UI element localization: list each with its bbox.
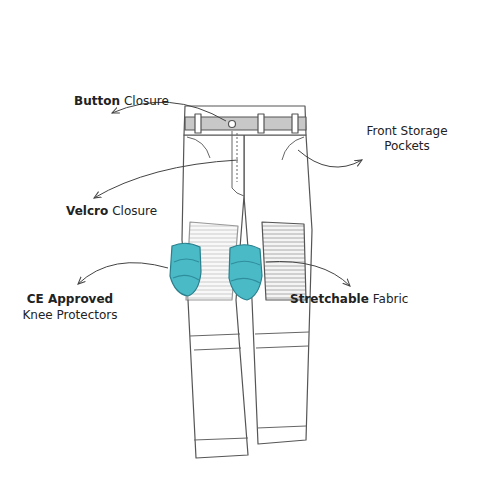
left-leg <box>182 135 248 458</box>
hem <box>194 438 248 440</box>
hem <box>257 426 306 428</box>
button <box>229 121 236 128</box>
label-text: Closure <box>124 94 169 108</box>
fly <box>232 131 244 196</box>
knee-seam <box>255 332 309 334</box>
knee-protector <box>170 243 201 296</box>
pocket <box>187 137 210 158</box>
callout-label: Front Storage Pockets <box>352 124 462 154</box>
knee-seam <box>256 346 308 348</box>
knee-protector <box>229 245 262 300</box>
leader-line <box>94 160 238 198</box>
belt-loop <box>292 114 298 133</box>
leader-line <box>298 150 362 167</box>
label-text: Closure <box>112 204 157 218</box>
callout-label: Knee Protectors <box>20 308 120 323</box>
label-text: Knee Protectors <box>22 308 117 322</box>
callout-label-bold: Button <box>74 94 120 109</box>
label-text: Stretchable <box>290 292 369 306</box>
knee-seam <box>190 334 240 336</box>
stretch-panel <box>262 222 306 300</box>
zipper <box>237 133 238 182</box>
belt-loop <box>195 114 201 133</box>
waistband <box>185 117 306 130</box>
callout-label-bold: CE Approved <box>20 292 120 307</box>
label-text: Button <box>74 94 120 108</box>
waist <box>184 106 306 135</box>
label-text: CE Approved <box>27 292 113 306</box>
callout-label: Fabric <box>373 292 409 307</box>
protector-segment <box>173 259 199 280</box>
callout-label-bold: Stretchable <box>290 292 369 307</box>
leader-line <box>266 262 350 287</box>
pocket <box>282 137 304 160</box>
leader-line <box>78 263 168 284</box>
callout-label: Closure <box>124 94 169 109</box>
callout-label: Closure <box>112 204 157 219</box>
label-text: Front Storage Pockets <box>366 124 447 153</box>
label-text: Fabric <box>373 292 409 306</box>
knee-seam <box>194 348 241 350</box>
label-text: Velcro <box>66 204 108 218</box>
protector-segment <box>231 261 260 283</box>
callout-label-bold: Velcro <box>66 204 108 219</box>
belt-loop <box>258 114 264 133</box>
